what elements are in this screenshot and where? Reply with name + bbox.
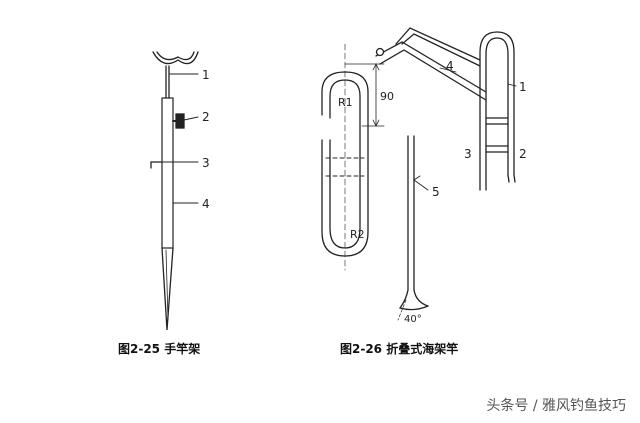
- folding-frame-loop-drawing: [321, 43, 385, 271]
- angle-label: 40°: [404, 314, 422, 325]
- radius-1-label: R1: [338, 96, 353, 109]
- label-1: 1: [202, 68, 210, 82]
- dimension-label: 90: [380, 90, 394, 103]
- label-2: 2: [202, 110, 210, 124]
- label-3: 3: [202, 156, 210, 170]
- caption-figure-2-26: 图2-26 折叠式海架竿: [340, 342, 459, 356]
- watermark-text: 头条号 / 雅风钓鱼技巧: [486, 398, 626, 414]
- label-2-right: 2: [519, 147, 527, 161]
- label-4-right: 4: [446, 59, 454, 73]
- folding-frame-assembly-drawing: [375, 27, 517, 321]
- label-1-right: 1: [519, 80, 527, 94]
- caption-figure-2-25: 图2-25 手竿架: [118, 342, 201, 356]
- label-4: 4: [202, 197, 210, 211]
- label-5-right: 5: [432, 185, 440, 199]
- radius-2-label: R2: [350, 228, 365, 241]
- rod-holder-drawing: [150, 51, 199, 331]
- label-3-right: 3: [464, 147, 472, 161]
